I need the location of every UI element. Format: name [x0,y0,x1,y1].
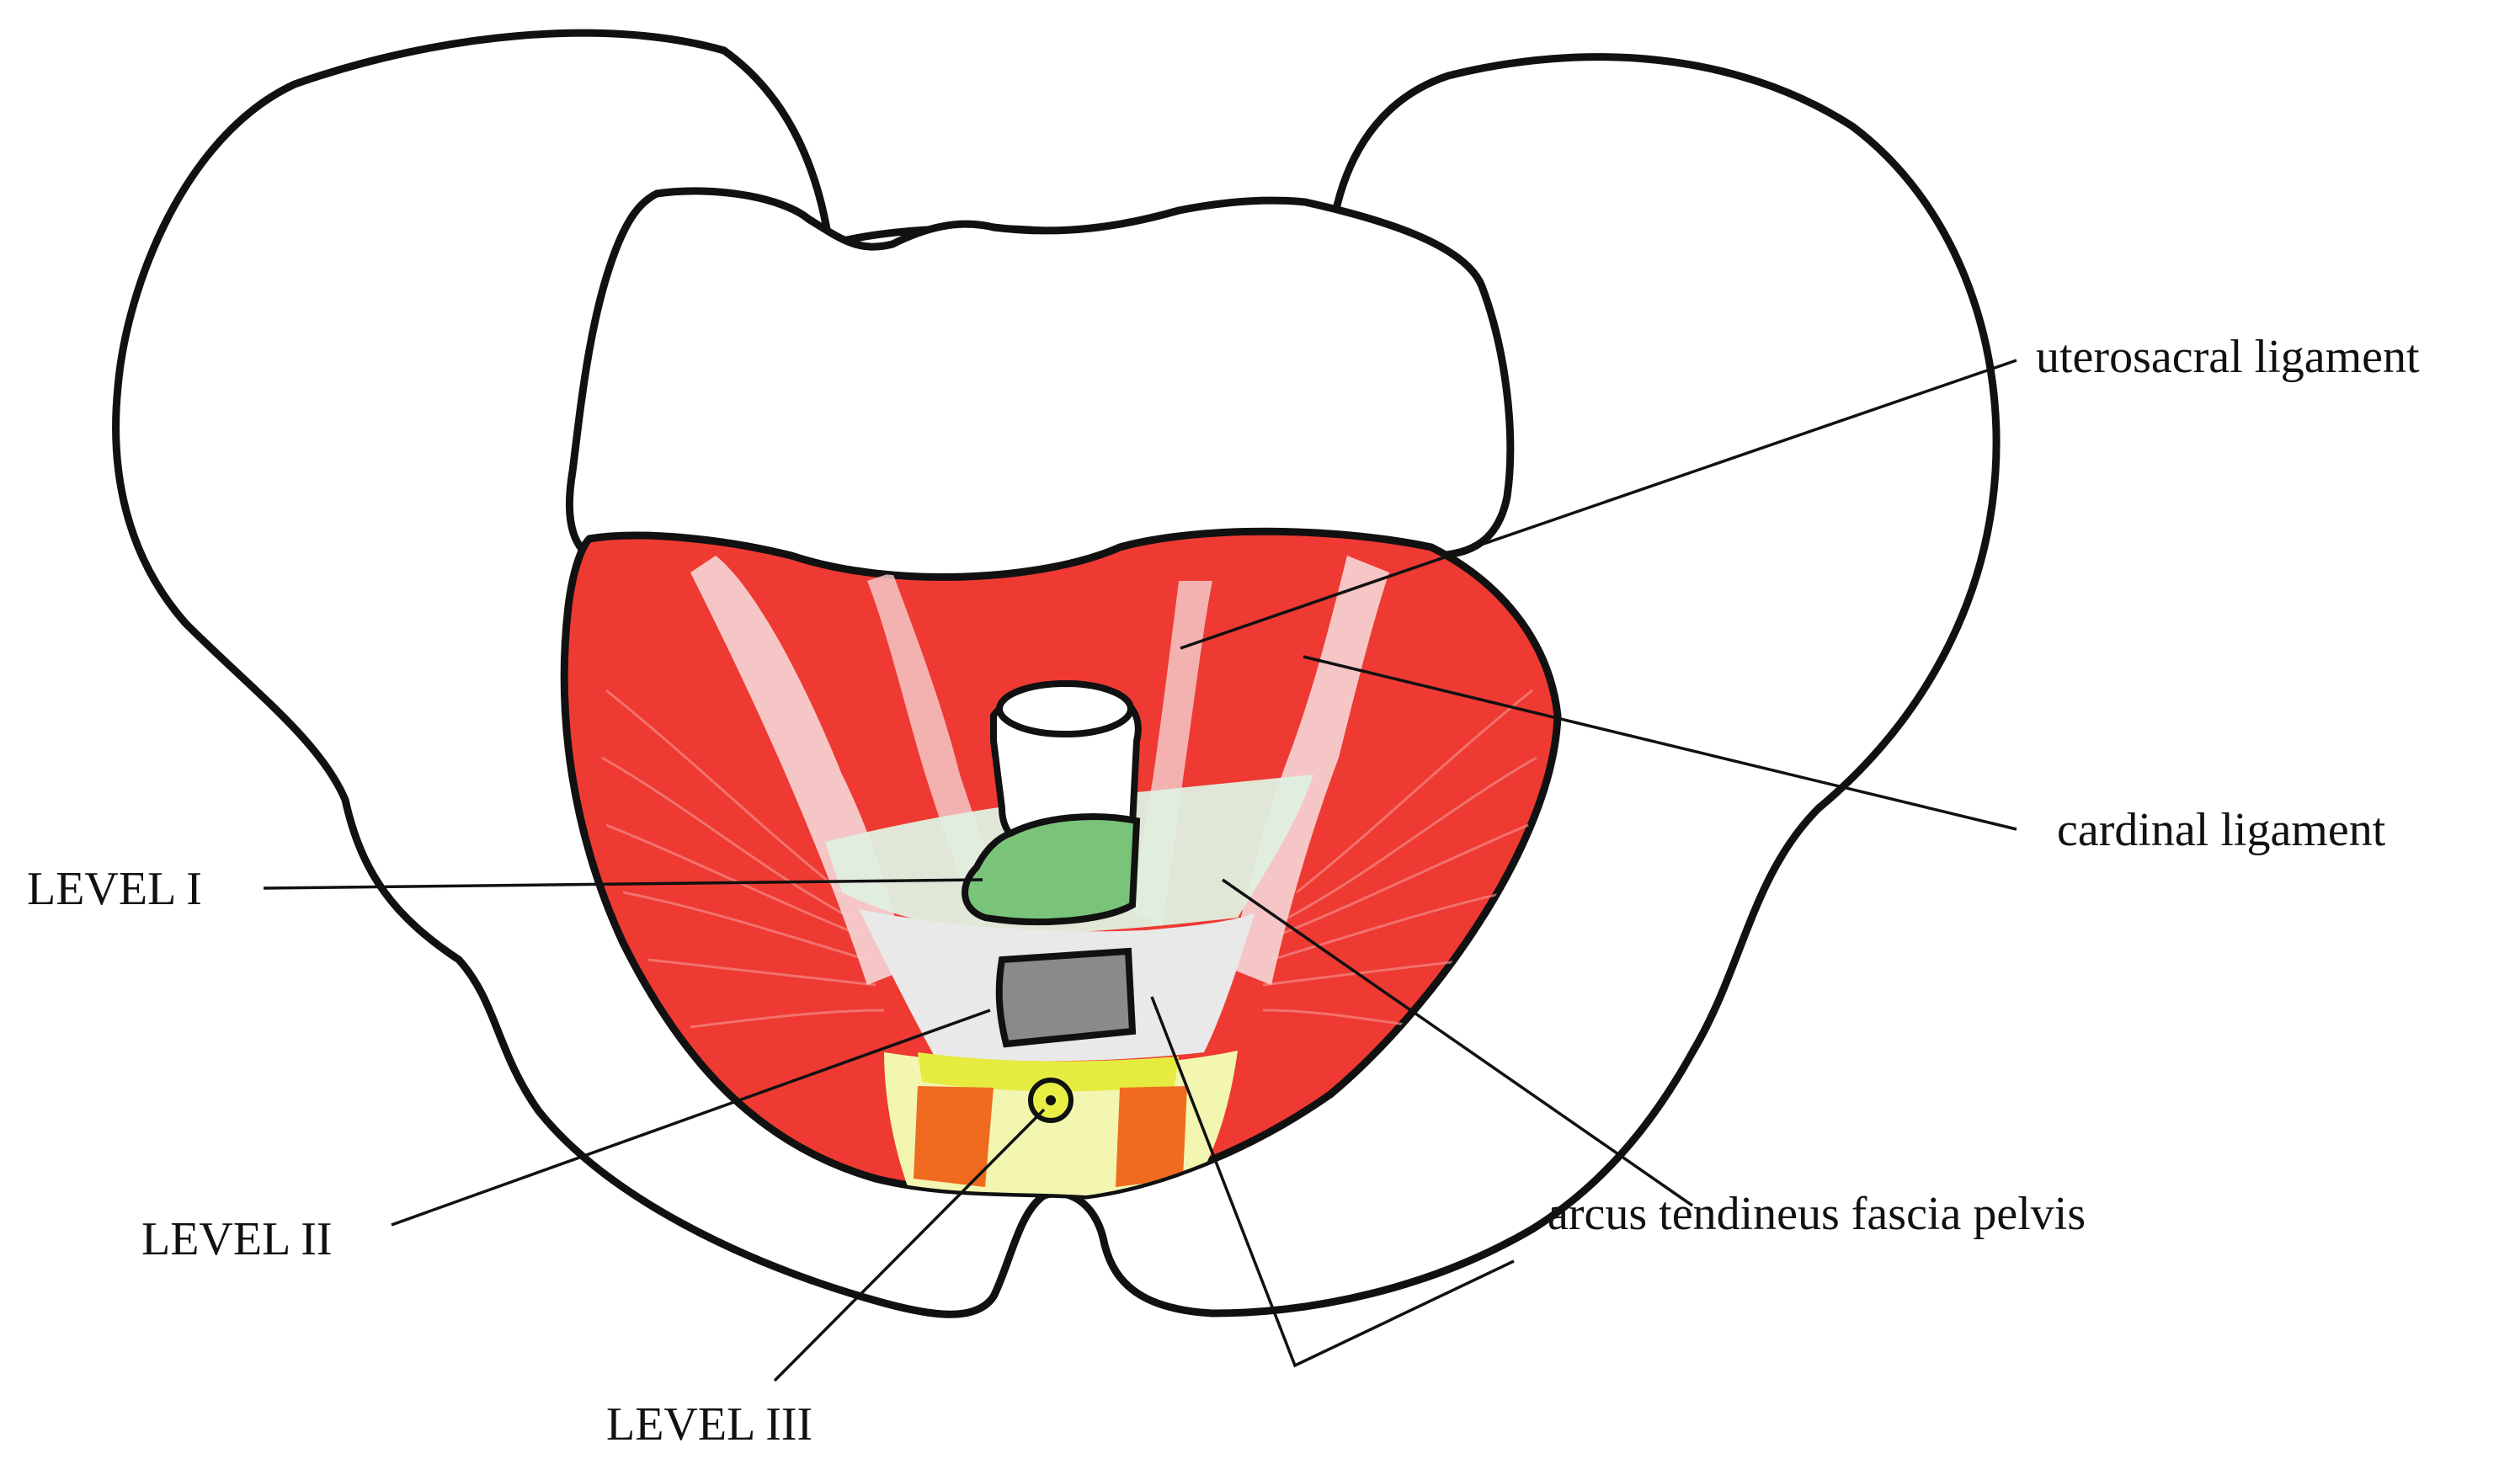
label-uterosacral-ligament: uterosacral ligament [2036,331,2420,383]
ligament-band-right [1229,556,1389,985]
leader-arcus-a [1222,878,1693,1207]
leader-level1 [263,878,983,890]
sacrum [565,187,1515,610]
label-level-3: LEVEL III [606,1398,812,1451]
perineal-band [918,1052,1179,1092]
label-level-2: LEVEL II [141,1213,333,1265]
level-2-region [995,947,1137,1048]
leader-cardinal [1303,655,2017,831]
leader-uterosacral [1180,359,2017,650]
label-cardinal-ligament: cardinal ligament [2057,804,2386,856]
leader-arcus-b [1150,996,1515,1368]
label-arcus-tendineus: arcus tendineus fascia pelvis [1548,1188,2086,1240]
perineal-muscle-left [914,1086,994,1187]
level-1-region [962,813,1141,925]
level-3-center [1046,1095,1056,1105]
leader-level3 [773,1108,1046,1382]
muscle-fibres [601,689,1537,1029]
cervix-top [996,680,1134,737]
perineal-muscle-right [1116,1086,1187,1187]
label-level-1: LEVEL I [27,863,202,915]
leader-level2 [391,1009,991,1227]
